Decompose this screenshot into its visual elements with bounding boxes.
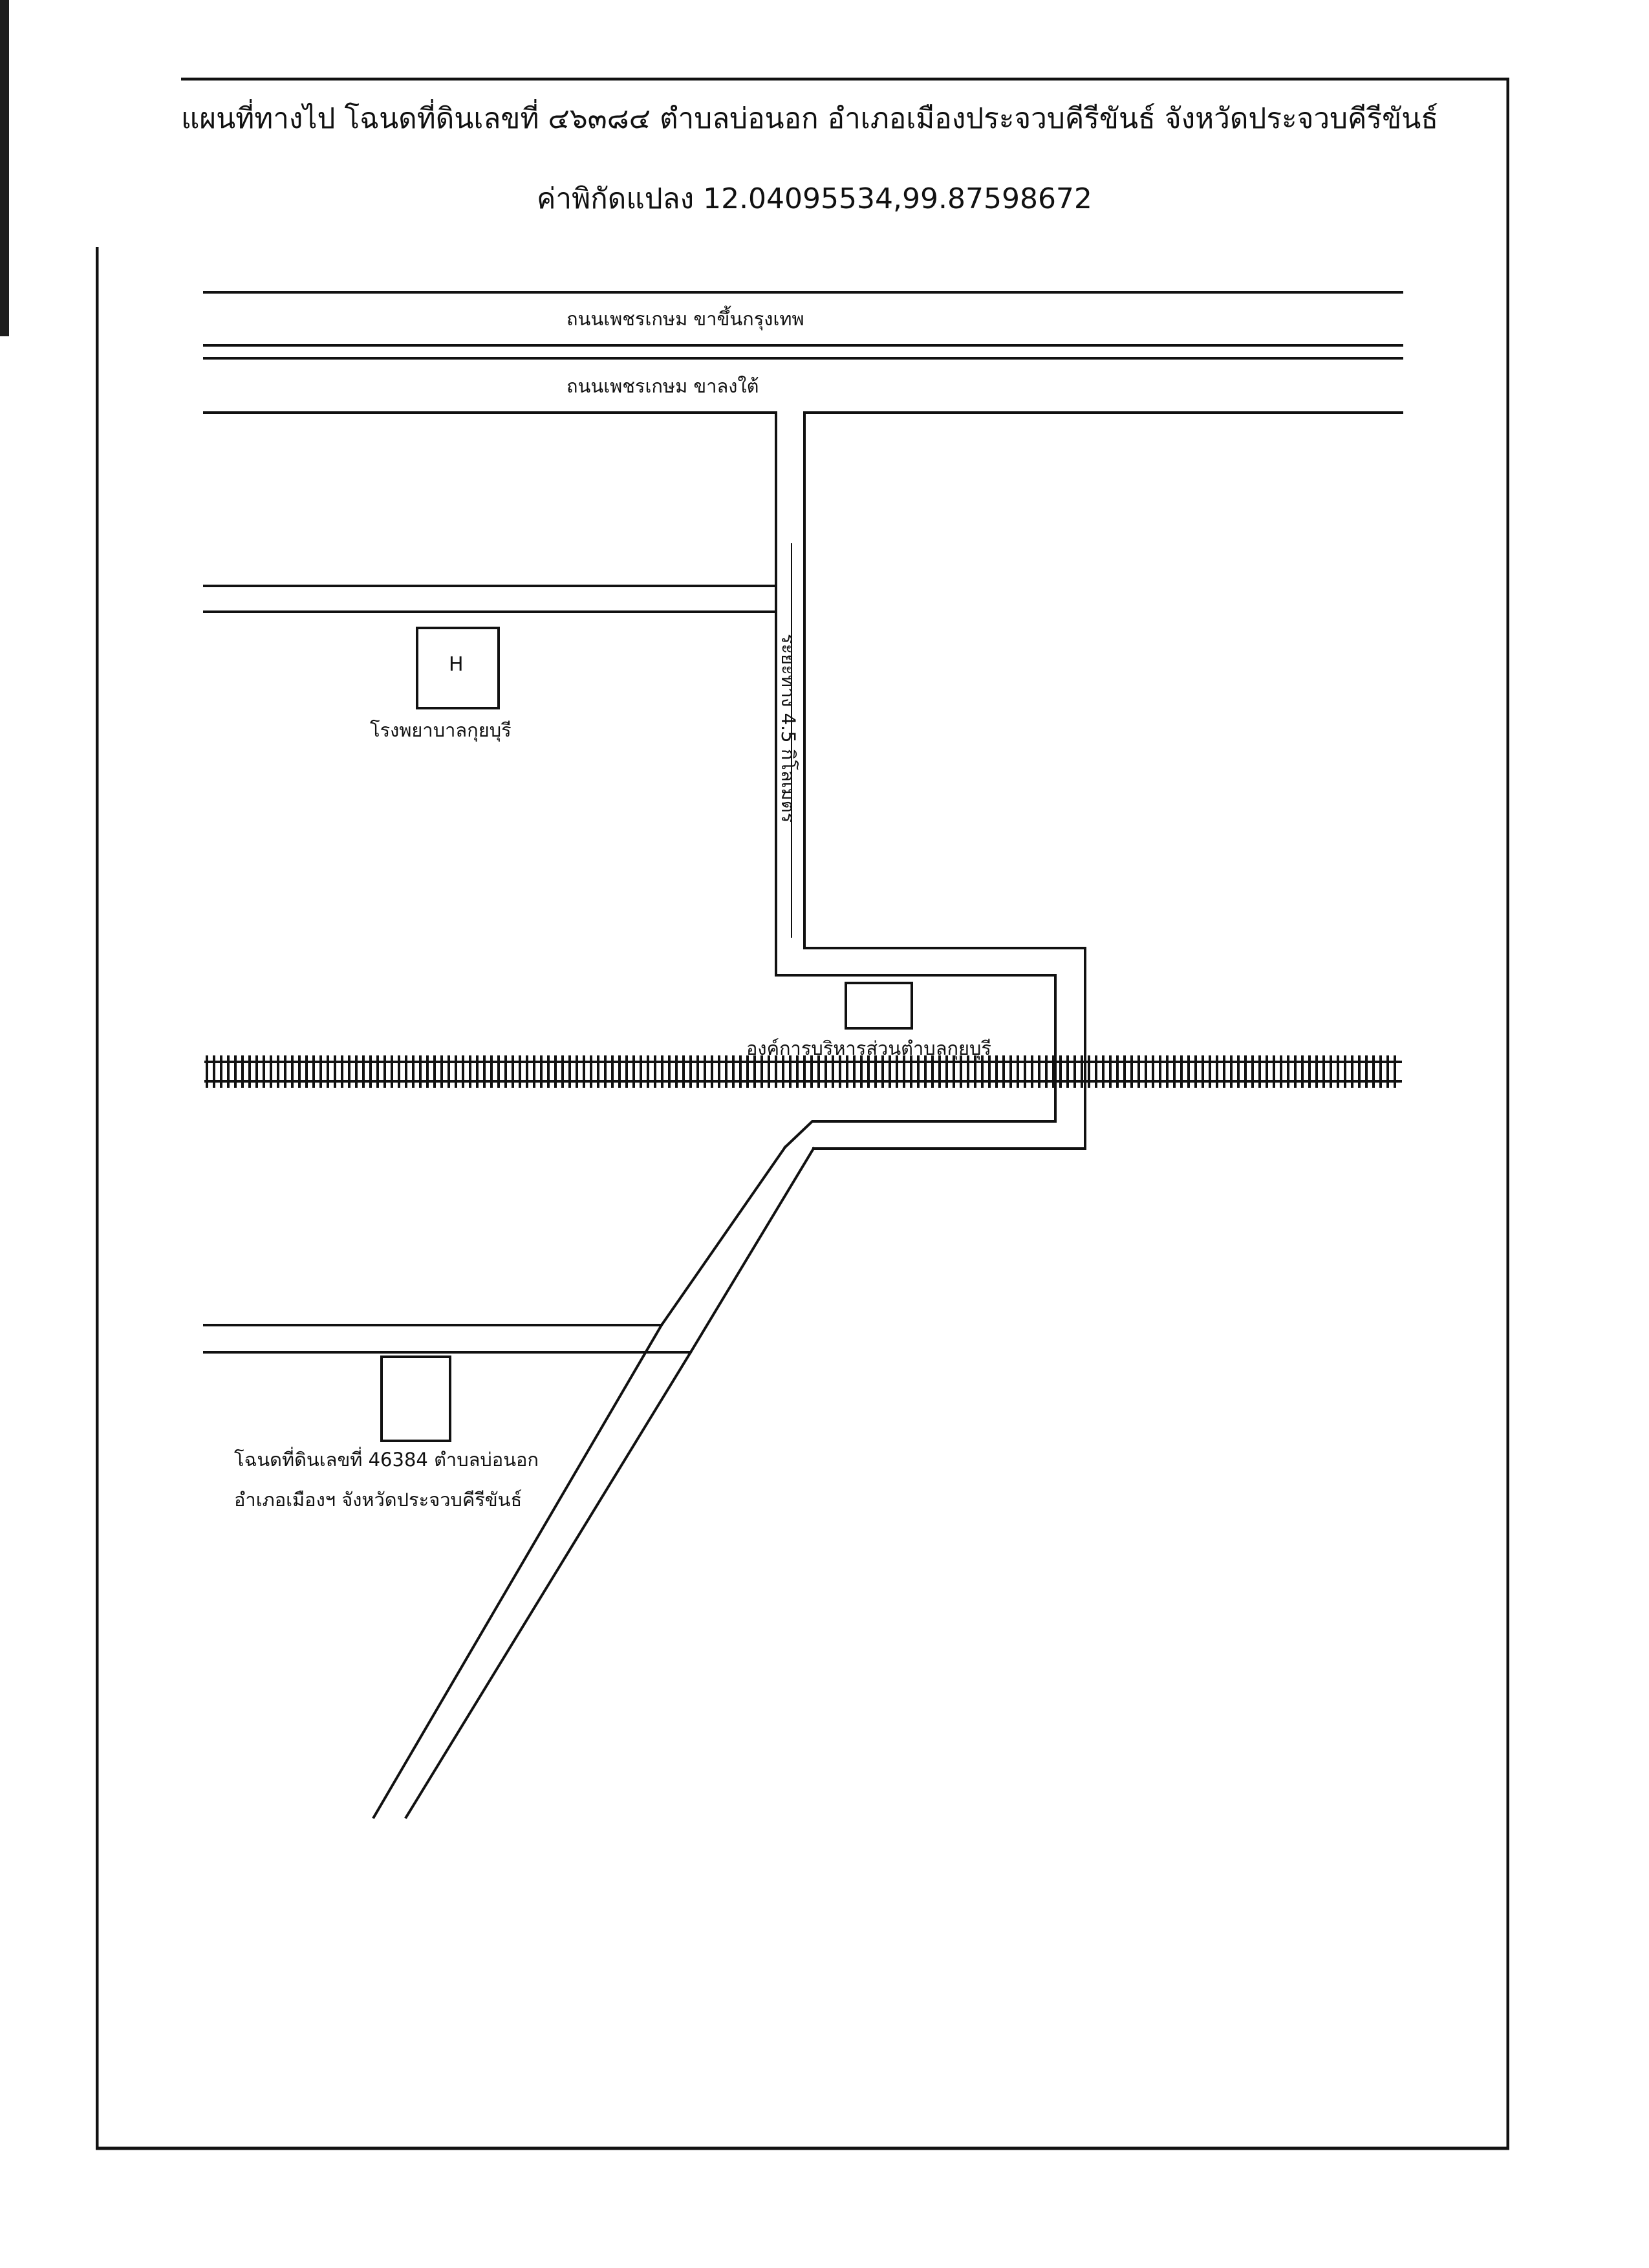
hospital-label: โรงพยาบาลกุยบุรี xyxy=(370,719,512,741)
parcel-label-line1: โฉนดที่ดินเลขที่ 46384 ตำบลบ่อนอก xyxy=(234,1449,539,1471)
connector-road-east-edge xyxy=(803,411,1086,1150)
map-border xyxy=(96,78,1509,2150)
diagonal-road-west-edge-lower xyxy=(203,1147,815,1354)
scan-edge xyxy=(0,0,9,336)
diagonal-road-south-east-edge xyxy=(404,1350,693,1819)
hospital-symbol: H xyxy=(449,653,464,676)
parcel-label-line2: อำเภอเมืองฯ จังหวัดประจวบคีรีขันธ์ xyxy=(234,1489,523,1511)
diagonal-road-west-edge-upper xyxy=(203,1145,787,1326)
connector-road-west-edge xyxy=(775,411,1057,1149)
highway-north-label: ถนนเพชรเกษม ขาขึ้นกรุงเทพ xyxy=(566,308,804,330)
diagonal-road-south-west-edge xyxy=(372,1323,663,1819)
railway xyxy=(204,1055,1402,1088)
highway-south-label: ถนนเพชรเกษม ขาลงใต้ xyxy=(566,375,759,397)
coordinates-text: ค่าพิกัดแปลง 12.04095534,99.87598672 xyxy=(537,182,1092,215)
parcel-icon xyxy=(380,1355,451,1442)
railway-ties xyxy=(206,1055,1396,1088)
map-frame xyxy=(96,78,1509,2150)
hospital-icon xyxy=(416,627,500,709)
distance-label: ระยะทาง 4.5 กิโลเมตร xyxy=(777,634,799,823)
tao-office-label: องค์การบริหารส่วนตำบลกุยบุรี xyxy=(746,1037,991,1059)
map-title: แผนที่ทางไป โฉนดที่ดินเลขที่ ๔๖๓๘๔ ตำบลบ… xyxy=(181,102,1439,135)
tao-office-icon xyxy=(845,982,913,1030)
